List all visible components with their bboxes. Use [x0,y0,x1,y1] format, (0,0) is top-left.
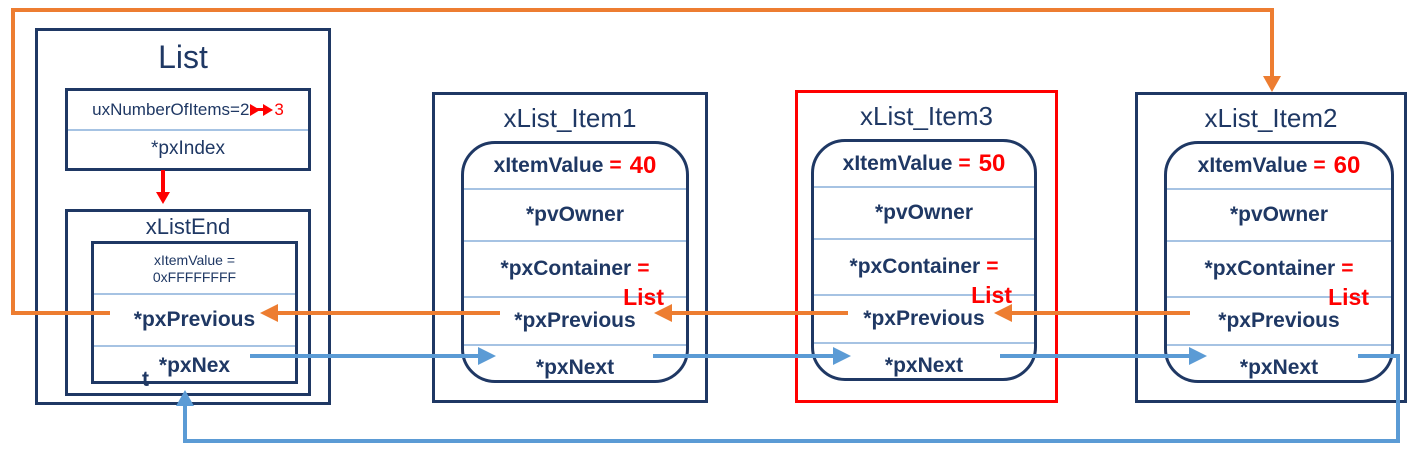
item3-value-row: xItemValue = 50 [842,150,1006,177]
ux-number-of-items-new-value: 3 [274,99,284,119]
xlist-item1-record: xItemValue = 40 *pvOwner *pxContainer = … [461,141,689,383]
prev-arrow-item2-to-item3-seg [1012,311,1190,315]
xlistend-item-value-row: xItemValue = 0xFFFFFFFF [152,251,237,285]
xlist-item2-record: xItemValue = 60 *pvOwner *pxContainer = … [1164,141,1394,383]
px-index-arrow-head [156,192,170,204]
ux-number-of-items-label: uxNumberOfItems=2 [92,99,250,119]
xlist-item1-box: xList_Item1 xItemValue = 40 *pvOwner *px… [432,92,708,403]
next-arrow-item3-to-item2-seg [1000,354,1189,358]
item2-container-value: List [1328,284,1369,310]
item2-px-next-row: *pxNext [1167,344,1391,390]
next-arrow-item2-to-listend-head [176,390,194,406]
next-arrow-item2-to-listend-seg-right [1358,354,1400,358]
item1-px-previous-row: *pxPrevious [464,296,686,344]
xlist-item2-box: xList_Item2 xItemValue = 60 *pvOwner *px… [1135,92,1407,403]
item2-container-row: *pxContainer = List [1167,240,1391,309]
item3-px-next-row: *pxNext [814,342,1034,388]
prev-arrow-listend-to-item2-seg-left [11,311,110,315]
item2-px-previous-row: *pxPrevious [1167,296,1391,344]
xlist-item2-title: xList_Item2 [1204,103,1338,133]
ux-number-of-items-row: uxNumberOfItems=2 3 [68,91,308,131]
item2-value-row: xItemValue = 60 [1197,152,1361,179]
prev-arrow-listend-to-item2-seg-down [1270,8,1274,76]
item3-owner-row: *pvOwner [814,186,1034,238]
next-arrow-item2-to-listend-seg-down [1396,354,1400,443]
value-change-arrow-icon [250,103,274,116]
next-arrow-item3-to-item2-head [1189,347,1207,365]
xlistend-title: xListEnd [145,214,231,239]
item1-container-row: *pxContainer = List [464,240,686,309]
xlist-item3-box: xList_Item3 xItemValue = 50 *pvOwner *px… [795,90,1058,403]
prev-arrow-item1-to-listend-head [260,304,278,322]
next-arrow-item2-to-listend-seg-bottom [185,439,1400,443]
next-arrow-item2-to-listend-seg-up [183,404,187,443]
item3-container-value: List [971,282,1012,308]
prev-arrow-listend-to-item2-head [1263,76,1281,92]
item1-container-value: List [623,284,664,310]
prev-arrow-item1-to-listend-seg [278,311,500,315]
px-index-row: *pxIndex [151,138,225,160]
prev-arrow-item3-to-item1-head [654,304,672,322]
xlistend-px-previous-row: *pxPrevious [94,293,295,345]
item3-px-previous-row: *pxPrevious [814,294,1034,342]
prev-arrow-item2-to-item3-head [994,304,1012,322]
list-title: List [158,39,208,75]
next-arrow-item1-to-item3-seg [653,354,833,358]
xlistend-px-next-row: *pxNex [94,345,295,385]
prev-arrow-listend-to-item2-seg-top [11,8,1274,12]
item3-container-row: *pxContainer = List [814,238,1034,307]
next-arrow-listend-to-item1-seg [250,354,478,358]
prev-arrow-listend-to-item2-seg-upleft [11,8,15,315]
xlistend-px-next-wrapped-letter: t [142,368,149,391]
px-index-arrow-shaft [161,170,165,194]
list-fields-box: uxNumberOfItems=2 3 *pxIndex [65,88,311,171]
item1-value-row: xItemValue = 40 [493,152,657,179]
next-arrow-listend-to-item1-head [478,347,496,365]
list-structure-box: List uxNumberOfItems=2 3 *pxIndex xListE… [35,28,331,405]
prev-arrow-item3-to-item1-seg [672,311,848,315]
xlistend-box: xListEnd xItemValue = 0xFFFFFFFF *pxPrev… [65,209,311,396]
item1-px-next-row: *pxNext [464,344,686,390]
xlist-item3-title: xList_Item3 [860,101,993,131]
xlist-item1-title: xList_Item1 [503,103,637,133]
xlist-item3-record: xItemValue = 50 *pvOwner *pxContainer = … [811,139,1037,381]
item2-owner-row: *pvOwner [1167,188,1391,240]
item1-owner-row: *pvOwner [464,188,686,240]
next-arrow-item1-to-item3-head [833,347,851,365]
